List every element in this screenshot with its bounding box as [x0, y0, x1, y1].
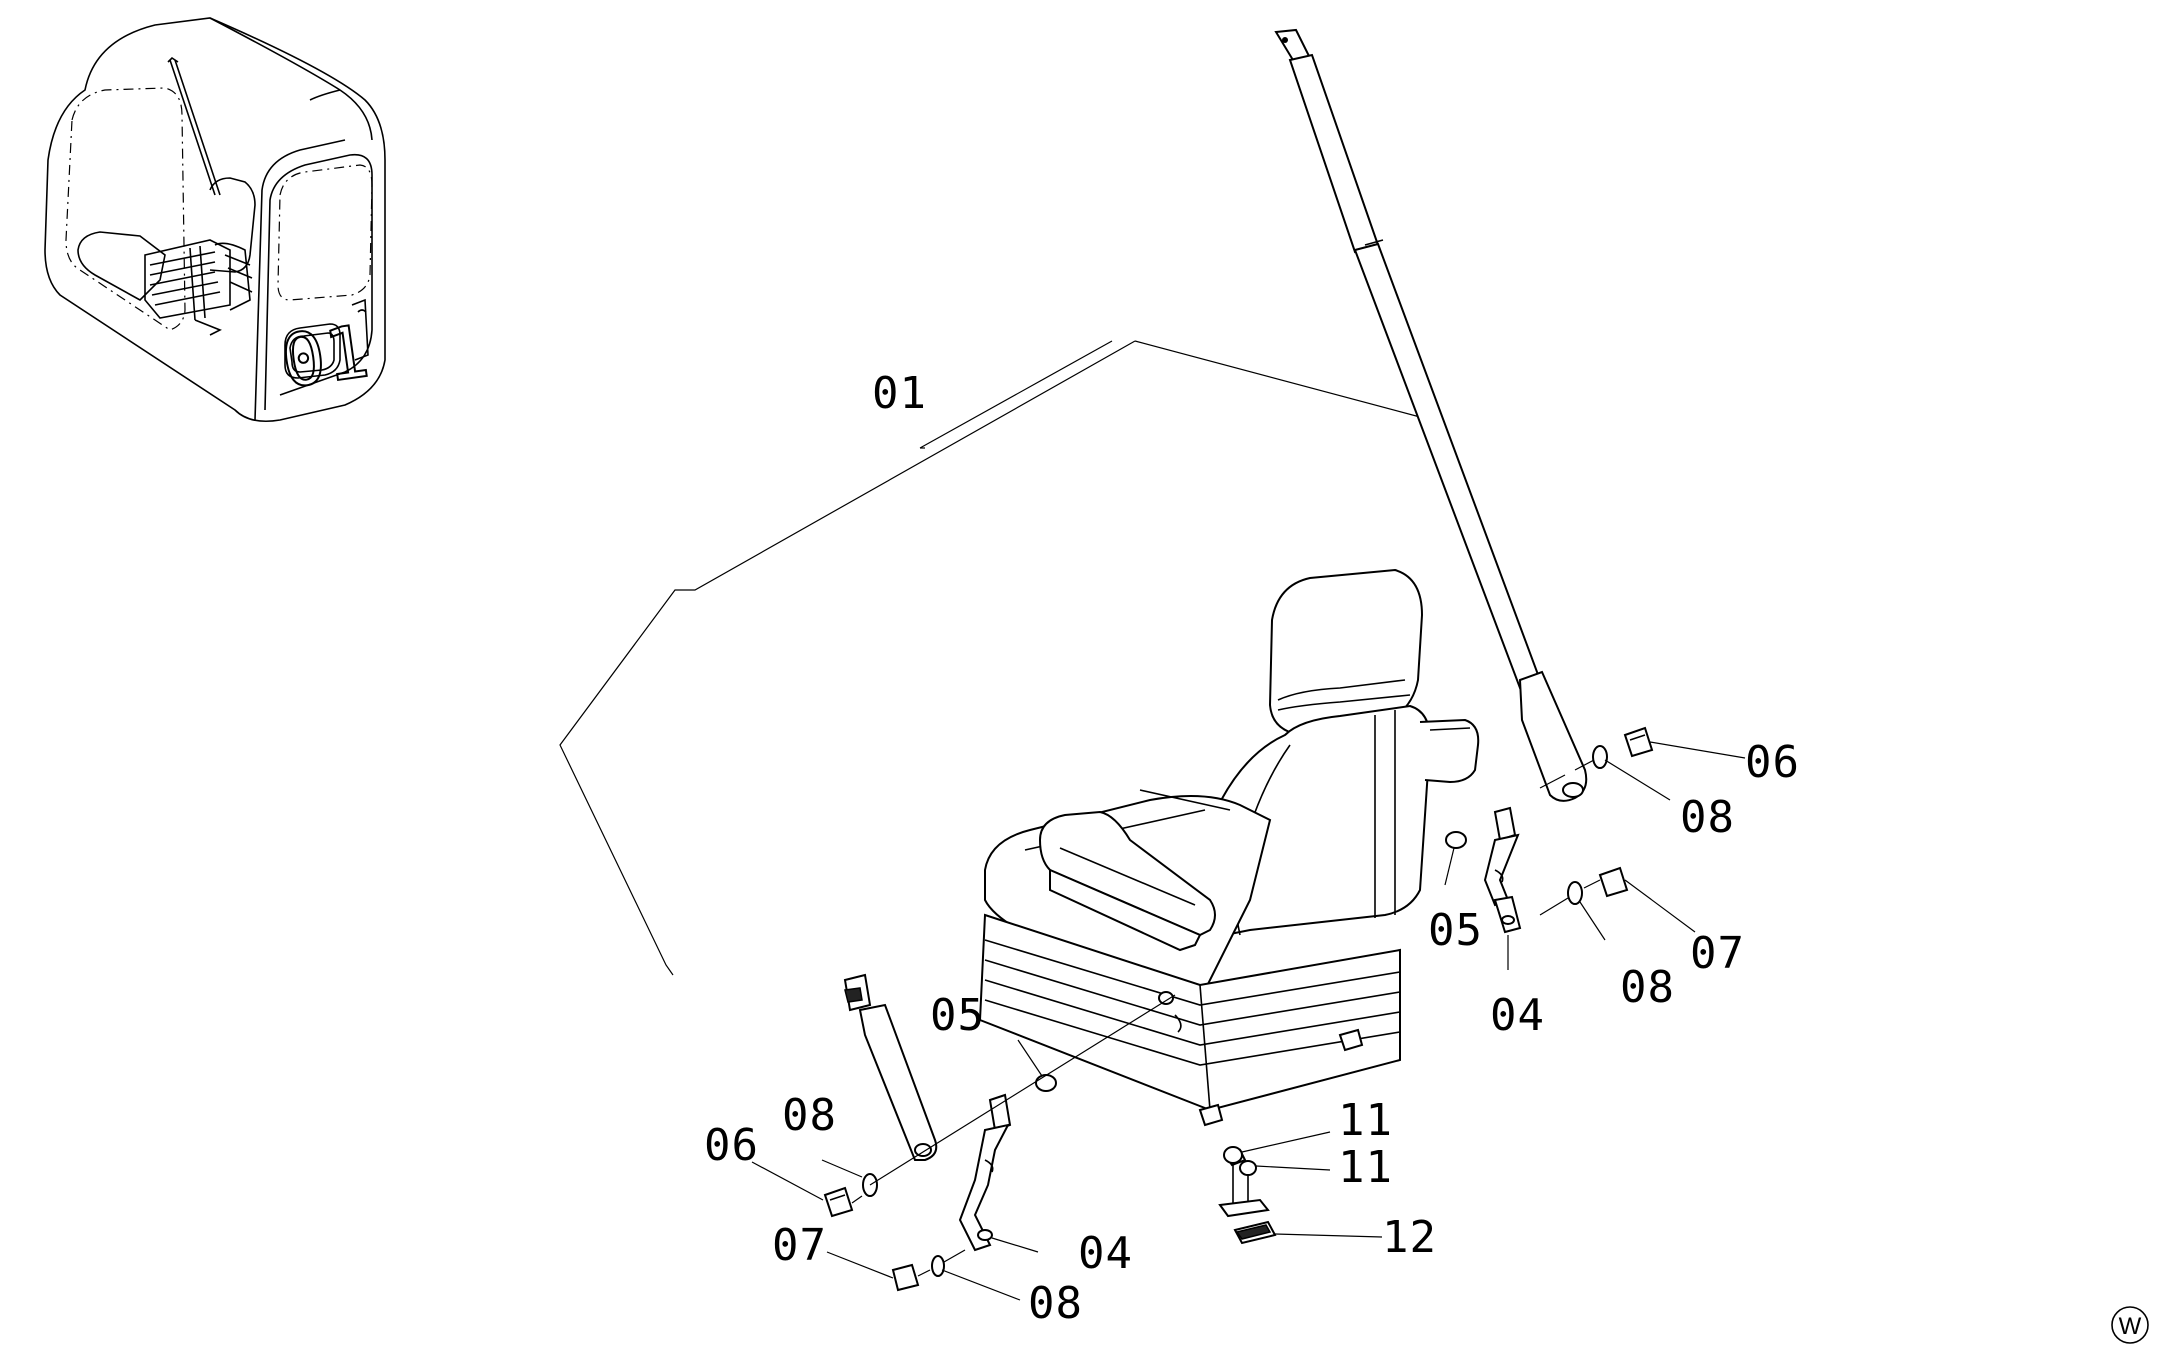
right-belt-assembly [1445, 726, 1654, 934]
leader-lines [751, 741, 1746, 1301]
callout-bolt-right-lower: 07 [1690, 928, 1745, 979]
cab-inset-label: 01 [275, 308, 375, 405]
callout-bolt-left-upper: 06 [704, 1120, 759, 1171]
cab-locator-inset [44, 17, 386, 423]
operator-seat [978, 568, 1480, 1127]
callout-bolt-b: 11 [1338, 1142, 1393, 1193]
left-belt-assembly [823, 973, 1176, 1292]
seat-belt-upper-strap [1274, 28, 1588, 802]
floor-bracket-assembly [1218, 1146, 1277, 1245]
callout-bolt-left-lower: 07 [772, 1220, 827, 1271]
callout-bracket: 12 [1382, 1212, 1437, 1263]
callout-belt-buckle-right: 04 [1490, 990, 1545, 1041]
callout-spacer-right: 05 [1428, 905, 1483, 956]
callout-seat-assembly: 01 [872, 368, 927, 419]
callout-spacer-left: 05 [930, 990, 985, 1041]
callout-bolt-a: 11 [1338, 1095, 1393, 1146]
callout-01-bracket [559, 340, 1421, 976]
callout-washer-left-lower: 08 [1028, 1278, 1083, 1329]
callout-washer-left-upper: 08 [782, 1090, 837, 1141]
callout-labels: 01 05 08 06 07 04 08 06 08 05 07 08 04 1… [704, 368, 1800, 1329]
watermark-circle: W [2111, 1306, 2149, 1344]
watermark-letter: W [2119, 1313, 2142, 1340]
callout-washer-right-lower: 08 [1620, 962, 1675, 1013]
callout-washer-right-upper: 08 [1680, 792, 1735, 843]
callout-belt-buckle-left: 04 [1078, 1228, 1133, 1279]
svg-text:01: 01 [276, 309, 374, 404]
callout-bolt-right-upper: 06 [1745, 737, 1800, 788]
